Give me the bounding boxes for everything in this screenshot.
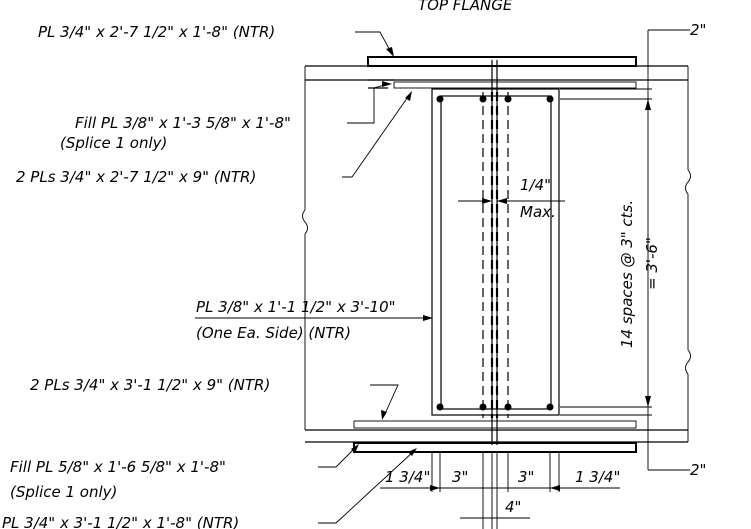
break-lines [302,66,691,442]
drawing-title: TOP FLANGE [418,0,513,14]
label-top-fill-note: (Splice 1 only) [60,134,167,152]
horizontal-dimension [380,452,620,529]
label-bottom-flange-plate: PL 3/4" x 3'-1 1/2" x 1'-8" (NTR) [2,514,239,529]
label-web-plate: PL 3/8" x 1'-1 1/2" x 3'-10" [196,298,396,316]
label-dim-edge-right: 1 3/4" [575,468,620,486]
vertical-dimension [560,29,690,471]
web-splice-plate [431,88,560,416]
leader-lines [195,31,433,524]
label-dim-edge-left: 1 3/4" [385,468,430,486]
label-bolt-spacing-total: = 3'-6" [643,237,661,290]
label-dim-top-right: 2" [690,21,706,39]
label-dim-4: 4" [505,498,521,516]
label-top-fill-plate: Fill PL 3/8" x 1'-3 5/8" x 1'-8" [75,114,291,132]
label-dim-3-left: 3" [452,468,468,486]
gap-dimension [458,198,565,204]
label-bottom-inner-plates: 2 PLs 3/4" x 3'-1 1/2" x 9" (NTR) [30,376,270,394]
label-gap-value: 1/4" [520,176,551,194]
label-web-plate-note: (One Ea. Side) (NTR) [196,324,351,342]
bolt-holes [436,95,554,411]
label-top-flange-plate: PL 3/4" x 2'-7 1/2" x 1'-8" (NTR) [38,23,275,41]
label-dim-bottom-right: 2" [690,461,706,479]
web-and-gap-lines [482,60,509,445]
label-bottom-fill-note: (Splice 1 only) [10,483,117,501]
label-gap-max: Max. [520,203,556,221]
label-bolt-spacing: 14 spaces @ 3" cts. [618,200,636,348]
label-top-inner-plates: 2 PLs 3/4" x 2'-7 1/2" x 9" (NTR) [16,168,256,186]
label-bottom-fill-plate: Fill PL 5/8" x 1'-6 5/8" x 1'-8" [10,458,226,476]
label-dim-3-right: 3" [518,468,534,486]
